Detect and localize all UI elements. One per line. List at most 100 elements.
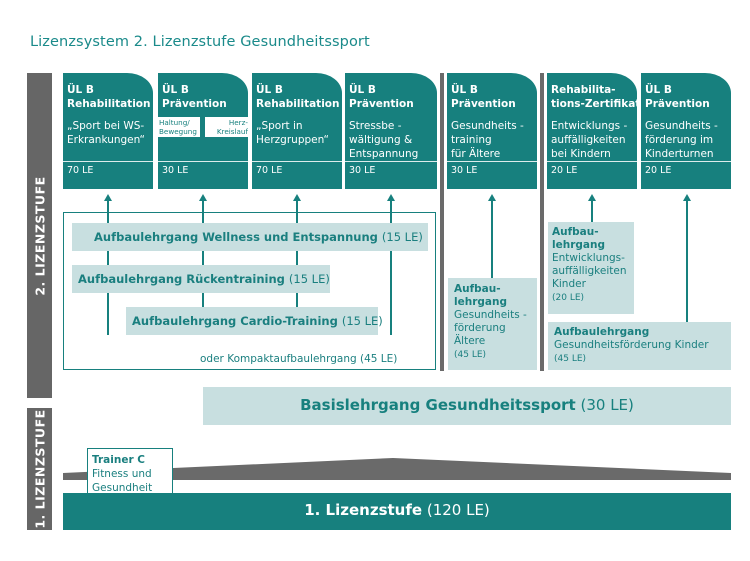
aufbau-entw-l3: Entwicklungs- bbox=[552, 252, 625, 264]
minibox-line2: Kreislauf bbox=[216, 127, 248, 136]
arrow-line-7 bbox=[686, 200, 688, 322]
card-desc-line1: Gesundheits - bbox=[451, 120, 524, 132]
card-title-line2: Prävention bbox=[645, 97, 710, 110]
aufbau-entw-l2: lehrgang bbox=[552, 239, 605, 251]
page-title: Lizenzsystem 2. Lizenzstufe Gesundheitss… bbox=[30, 34, 370, 50]
card-divider bbox=[345, 161, 437, 162]
minibox-line1: Haltung/ bbox=[159, 118, 190, 127]
aufbau-entw-l5: Kinder bbox=[552, 278, 586, 290]
aufbau-ruecken: Aufbaulehrgang Rückentraining (15 LE) bbox=[72, 265, 330, 293]
aufbau-cardio-le: (15 LE) bbox=[341, 314, 383, 328]
aufbau-aeltere-l5: Ältere bbox=[454, 335, 486, 347]
card-desc-line2: förderung im bbox=[645, 134, 714, 146]
sidebar-stufe-2: 2. LIZENZSTUFE bbox=[27, 73, 52, 398]
card-divider bbox=[252, 161, 342, 162]
card-title-line2: Rehabilitation bbox=[67, 97, 151, 110]
aufbau-ruecken-le: (15 LE) bbox=[288, 272, 330, 286]
aufbau-kinder-l2: Gesundheitsförderung Kinder bbox=[554, 339, 709, 351]
arrow-head-2 bbox=[199, 194, 207, 201]
arrow-line-6 bbox=[591, 200, 593, 222]
card-title-line1: ÜL B bbox=[67, 84, 94, 96]
card-desc-line3: für Ältere bbox=[451, 148, 501, 160]
basislehrgang-bar: Basislehrgang Gesundheitssport (30 LE) bbox=[203, 387, 731, 425]
card-desc-line2: auffälligkeiten bbox=[551, 134, 626, 146]
arrow-head-4 bbox=[387, 194, 395, 201]
trainer-c-l1: Trainer C bbox=[92, 454, 146, 466]
basislehrgang-name: Basislehrgang Gesundheitssport bbox=[300, 396, 576, 414]
aufbau-entw-l4: auffälligkeiten bbox=[552, 265, 627, 277]
card-le: 70 LE bbox=[256, 165, 283, 176]
card-divider bbox=[447, 161, 537, 162]
card-title-line2: Prävention bbox=[162, 97, 227, 110]
basislehrgang-le: (30 LE) bbox=[580, 396, 634, 414]
aufbau-group-left bbox=[63, 212, 436, 370]
arrow-head-6 bbox=[588, 194, 596, 201]
arrow-line-4 bbox=[390, 200, 392, 335]
aufbau-aeltere: Aufbau- lehrgang Gesundheits - förderung… bbox=[448, 278, 537, 370]
aufbau-aeltere-l4: förderung bbox=[454, 322, 506, 334]
wedge-shape bbox=[63, 458, 731, 480]
aufbau-cardio: Aufbaulehrgang Cardio-Training (15 LE) bbox=[126, 307, 383, 335]
card-divider bbox=[547, 161, 637, 162]
card-desc-line2: Erkrankungen“ bbox=[67, 134, 145, 146]
aufbau-entw: Aufbau- lehrgang Entwicklungs- auffällig… bbox=[548, 222, 634, 314]
minibox-haltung: Haltung/Bewegung bbox=[158, 117, 200, 137]
trainer-c-l3: Gesundheit bbox=[92, 482, 153, 494]
stufe-1-bar: 1. Lizenzstufe (120 LE) bbox=[63, 493, 731, 530]
card-le: 30 LE bbox=[349, 165, 376, 176]
card-desc-line3: bei Kindern bbox=[551, 148, 611, 160]
aufbau-ruecken-name: Aufbaulehrgang Rückentraining bbox=[78, 272, 285, 286]
card-title-line2: Prävention bbox=[349, 97, 414, 110]
arrow-line-5 bbox=[491, 200, 493, 278]
card-title-line1: ÜL B bbox=[256, 84, 283, 96]
card-reha-zertifikat: Rehabilita-tions-Zertifikat Entwicklungs… bbox=[547, 73, 637, 189]
card-title-line1: Rehabilita- bbox=[551, 84, 616, 96]
aufbau-kinder: Aufbaulehrgang Gesundheitsförderung Kind… bbox=[548, 322, 731, 370]
card-title-line2: Prävention bbox=[451, 97, 516, 110]
card-desc-line1: „Sport in bbox=[256, 120, 303, 132]
aufbau-entw-l1: Aufbau- bbox=[552, 226, 599, 238]
card-title-line1: ÜL B bbox=[162, 84, 189, 96]
arrow-head-1 bbox=[104, 194, 112, 201]
trainer-c-l2: Fitness und bbox=[92, 468, 152, 480]
card-desc-line2: Herzgruppen“ bbox=[256, 134, 329, 146]
aufbau-cardio-name: Aufbaulehrgang Cardio-Training bbox=[132, 314, 338, 328]
aufbau-kinder-le: (45 LE) bbox=[554, 354, 587, 364]
card-desc-line3: Kinderturnen bbox=[645, 148, 714, 160]
minibox-herz: Herz-Kreislauf bbox=[205, 117, 248, 137]
card-divider bbox=[63, 161, 153, 162]
aufbau-entw-le: (20 LE) bbox=[552, 293, 585, 303]
arrow-head-3 bbox=[293, 194, 301, 201]
card-title-line1: ÜL B bbox=[451, 84, 478, 96]
sidebar-stufe-2-label: 2. LIZENZSTUFE bbox=[32, 175, 47, 296]
aufbau-wellness: Aufbaulehrgang Wellness und Entspannung … bbox=[72, 223, 428, 251]
separator-2 bbox=[540, 73, 544, 371]
trainer-c-box: Trainer C Fitness und Gesundheit bbox=[87, 448, 173, 500]
minibox-line2: Bewegung bbox=[159, 127, 197, 136]
stufe-1-name: 1. Lizenzstufe bbox=[304, 501, 423, 519]
kompakt-text: oder Kompaktaufbaulehrgang (45 LE) bbox=[200, 353, 398, 365]
aufbau-wellness-name: Aufbaulehrgang Wellness und Entspannung bbox=[94, 230, 378, 244]
card-le: 30 LE bbox=[451, 165, 478, 176]
aufbau-aeltere-l1: Aufbau- bbox=[454, 283, 501, 295]
card-desc-line3: Entspannung bbox=[349, 148, 419, 160]
sidebar-stufe-1-label: 1. LIZENZSTUFE bbox=[32, 409, 47, 529]
stufe-1-le: (120 LE) bbox=[426, 501, 490, 519]
aufbau-aeltere-le: (45 LE) bbox=[454, 350, 487, 360]
card-title-line1: ÜL B bbox=[349, 84, 376, 96]
arrow-head-7 bbox=[683, 194, 691, 201]
card-desc-line1: „Sport bei WS- bbox=[67, 120, 145, 132]
aufbau-wellness-le: (15 LE) bbox=[381, 230, 423, 244]
sidebar-stufe-1: 1. LIZENZSTUFE bbox=[27, 408, 52, 530]
card-le: 20 LE bbox=[551, 165, 578, 176]
card-title-line2: tions-Zertifikat bbox=[551, 97, 637, 110]
card-desc-line2: training bbox=[451, 134, 492, 146]
aufbau-kinder-l1: Aufbaulehrgang bbox=[554, 326, 650, 338]
card-desc-line1: Gesundheits - bbox=[645, 120, 718, 132]
card-le: 30 LE bbox=[162, 165, 189, 176]
